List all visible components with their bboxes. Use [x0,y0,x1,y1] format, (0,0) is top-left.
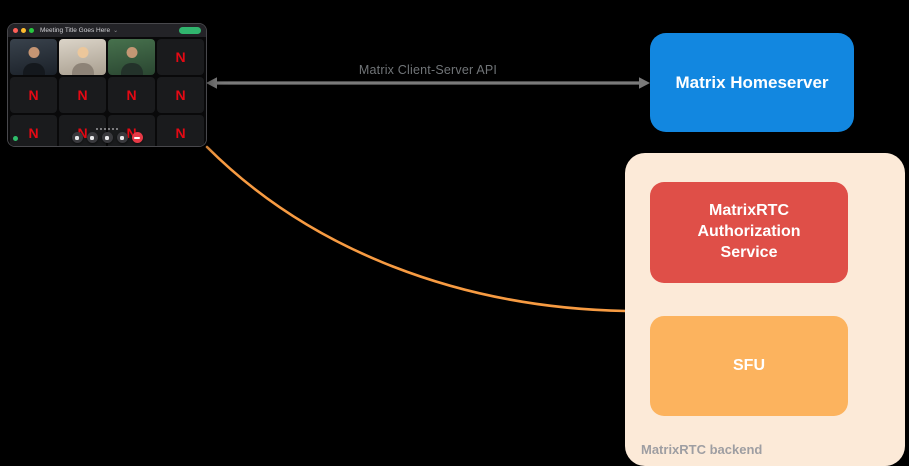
participant-tile-logo: N [59,77,106,113]
participant-tile-logo: N [108,115,155,146]
n-logo: N [175,87,186,103]
sfu-media-curve [205,145,628,313]
page-dot[interactable] [104,128,106,130]
video-grid: N N N N N N N N N [8,37,206,146]
n-logo: N [126,87,137,103]
page-dot[interactable] [112,128,114,130]
authorization-service-box: MatrixRTC Authorization Service [650,182,848,283]
n-logo: N [77,87,88,103]
participant-tile-person-3 [108,39,155,75]
matrix-homeserver-box: Matrix Homeserver [650,33,854,132]
n-logo: N [28,125,39,141]
participant-tile-person-2 [59,39,106,75]
backend-caption: MatrixRTC backend [641,442,763,457]
page-dot[interactable] [96,128,98,130]
speaking-indicator-dot [13,136,18,141]
camera-button[interactable] [86,132,98,143]
participant-tile-logo: N [10,77,57,113]
video-call-window: Meeting Title Goes Here ⌄ N N N N N N N N N [8,24,206,146]
person-silhouette [28,46,39,58]
page-dot[interactable] [116,128,118,130]
participant-tile-person-1 [10,39,57,75]
close-window-button[interactable] [13,28,18,33]
matrixrtc-backend-container: MatrixRTC Authorization Service SFU Matr… [625,153,905,466]
participant-tile-logo: N [157,115,204,146]
minimize-window-button[interactable] [21,28,26,33]
window-titlebar: Meeting Title Goes Here ⌄ [8,24,206,37]
participant-tile-logo: N [59,115,106,146]
call-control-buttons [71,132,143,143]
page-dot[interactable] [108,128,110,130]
person-silhouette [126,46,137,58]
arrowhead-right [639,77,650,89]
sfu-label: SFU [733,356,765,374]
arrowhead-left [206,77,217,89]
zoom-window-button[interactable] [29,28,34,33]
n-logo: N [175,125,186,141]
meeting-title: Meeting Title Goes Here [40,27,111,34]
n-logo: N [175,49,186,65]
n-logo: N [77,125,88,141]
more-options-button[interactable] [116,132,128,143]
matrix-homeserver-label: Matrix Homeserver [675,72,829,92]
participant-tile-logo: N [108,77,155,113]
pagination-dots [96,128,118,130]
sfu-box: SFU [650,316,848,416]
chevron-down-icon: ⌄ [113,27,119,34]
connection-badge [179,27,201,34]
authorization-service-label: MatrixRTC Authorization Service [697,202,801,261]
participant-tile-logo: N [157,77,204,113]
client-server-api-label: Matrix Client-Server API [358,63,498,77]
call-controls [8,128,206,143]
participant-tile-logo: N [10,115,57,146]
mic-button[interactable] [71,132,83,143]
page-dot[interactable] [100,128,102,130]
screenshare-button[interactable] [101,132,113,143]
n-logo: N [126,125,137,141]
n-logo: N [28,87,39,103]
person-silhouette [77,46,88,58]
leave-call-button[interactable] [131,132,143,143]
participant-tile-logo: N [157,39,204,75]
